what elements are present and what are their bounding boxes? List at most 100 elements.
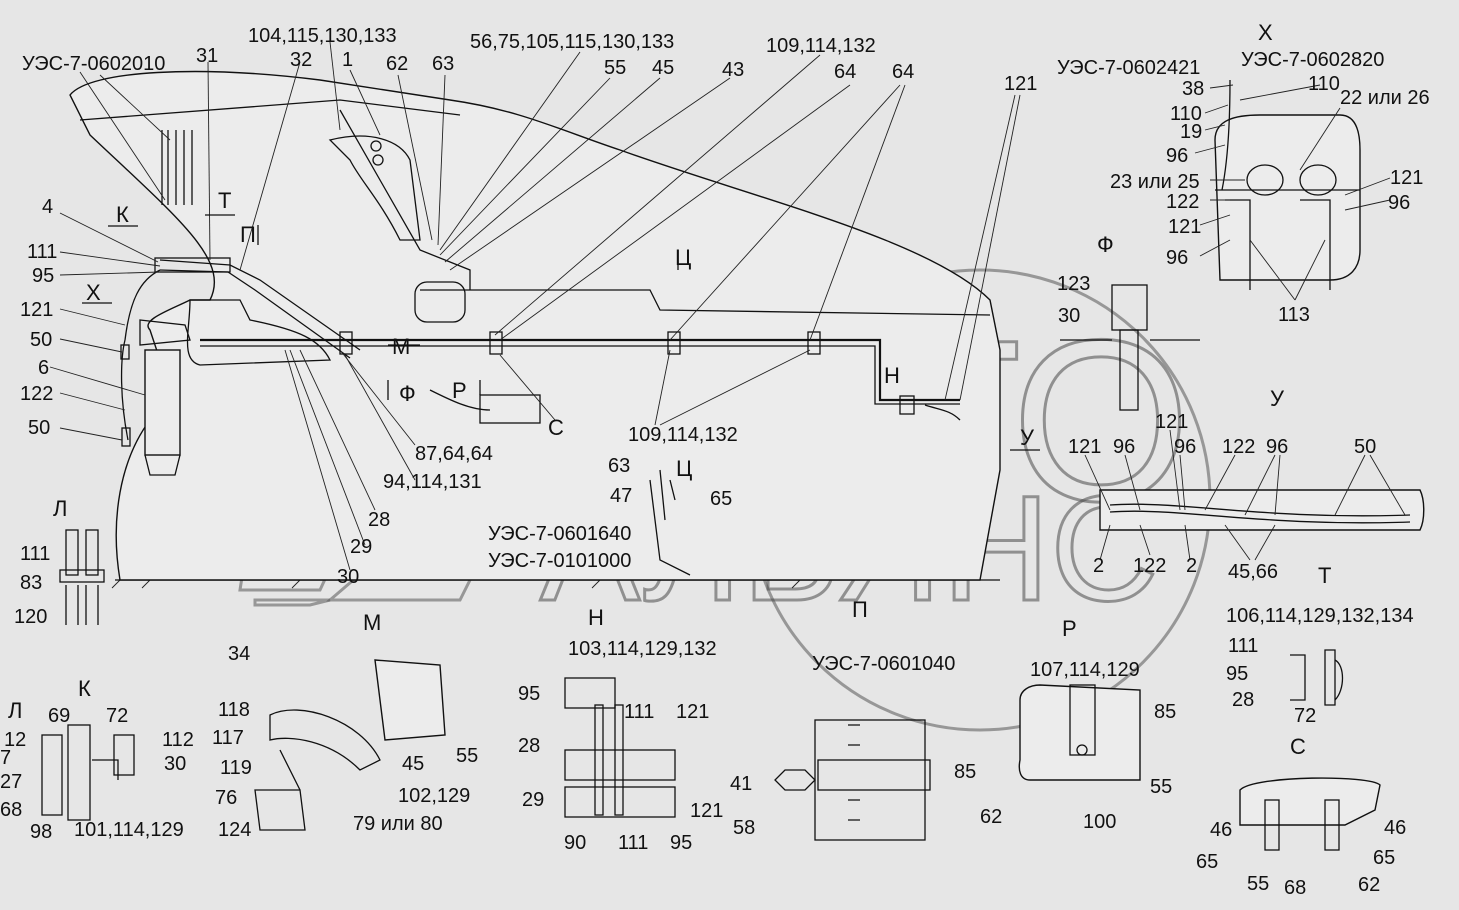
part-label-l11: 43 bbox=[722, 59, 744, 81]
part-label-l38: 30 bbox=[337, 566, 359, 588]
part-label-l124: 111 bbox=[618, 832, 648, 854]
part-label-l112: 124 bbox=[218, 819, 251, 841]
main-harness bbox=[200, 338, 960, 402]
part-label-l46: Ц bbox=[676, 456, 692, 481]
part-label-l139: 68 bbox=[1284, 877, 1306, 899]
part-label-l33: 109,114,132 bbox=[628, 424, 738, 446]
part-label-l36: 28 bbox=[368, 509, 390, 531]
part-label-l98: 69 bbox=[48, 705, 70, 727]
cylinder-mount bbox=[139, 319, 191, 346]
view-l bbox=[59, 529, 105, 625]
part-label-l89: 103,114,129,132 bbox=[568, 638, 717, 660]
part-label-l131: 62 bbox=[980, 806, 1002, 828]
part-label-l15: 121 bbox=[1004, 73, 1037, 95]
m-sleeve bbox=[374, 659, 446, 741]
part-label-l97: Л bbox=[8, 698, 22, 723]
part-label-l121: 29 bbox=[522, 789, 544, 811]
f-stem bbox=[1119, 329, 1139, 411]
part-label-l39: Н bbox=[884, 363, 900, 388]
part-label-l83: М bbox=[363, 610, 381, 635]
part-label-l57: 19 bbox=[1180, 121, 1202, 143]
part-label-l136: 65 bbox=[1196, 851, 1218, 873]
part-label-l43: 120 bbox=[14, 606, 47, 628]
panel-box bbox=[414, 281, 466, 323]
part-label-l61: 122 bbox=[1166, 191, 1199, 213]
view-m bbox=[254, 659, 446, 831]
part-label-l103: 30 bbox=[164, 753, 186, 775]
part-label-l62: 96 bbox=[1388, 192, 1410, 214]
part-label-l86: Р bbox=[1062, 616, 1077, 641]
part-label-l3: 31 bbox=[196, 45, 218, 67]
part-label-l99: 72 bbox=[106, 705, 128, 727]
part-label-l21: 95 bbox=[32, 265, 54, 287]
part-label-l85: П bbox=[852, 597, 868, 622]
r-housing bbox=[1018, 684, 1141, 781]
part-label-l107: 101,114,129 bbox=[74, 819, 184, 841]
part-label-l111: 76 bbox=[215, 787, 237, 809]
pillar bbox=[339, 109, 471, 290]
part-label-l19: П bbox=[240, 222, 256, 247]
p-band bbox=[817, 759, 931, 791]
part-label-l104: 27 bbox=[0, 771, 22, 793]
part-label-l31: Р bbox=[452, 378, 467, 403]
x-housing bbox=[1214, 114, 1361, 281]
part-label-l109: 117 bbox=[212, 727, 244, 749]
s-post-2 bbox=[1324, 799, 1340, 851]
x-brackets bbox=[1225, 199, 1331, 290]
part-label-l130: 55 bbox=[1150, 776, 1172, 798]
n-conn-2 bbox=[564, 786, 676, 818]
part-label-l68: 30 bbox=[1058, 305, 1080, 327]
part-label-l12: 109,114,132 bbox=[766, 35, 876, 57]
part-label-l92: 111 bbox=[1228, 635, 1258, 657]
part-label-l106: 98 bbox=[30, 821, 52, 843]
part-label-l113: 45 bbox=[402, 753, 424, 775]
m-link bbox=[279, 749, 301, 791]
view-u bbox=[1084, 429, 1425, 561]
part-label-l140: 62 bbox=[1358, 874, 1380, 896]
part-label-l77: 50 bbox=[1354, 436, 1376, 458]
part-label-l52: УЭС-7-0602820 bbox=[1241, 49, 1384, 71]
part-label-l134: 46 bbox=[1210, 819, 1232, 841]
part-label-l105: 68 bbox=[0, 799, 22, 821]
part-label-l80: 2 bbox=[1186, 555, 1197, 577]
part-label-l60: 121 bbox=[1390, 167, 1423, 189]
part-label-l41: 111 bbox=[20, 543, 50, 565]
part-label-l114: 55 bbox=[456, 745, 478, 767]
l-bracket bbox=[59, 569, 105, 583]
part-label-l127: 58 bbox=[733, 817, 755, 839]
part-label-l126: 41 bbox=[730, 773, 752, 795]
corrugated-tube bbox=[429, 389, 491, 411]
part-label-l90: УЭС-7-0601040 bbox=[812, 653, 955, 675]
part-label-l29: М bbox=[392, 334, 410, 359]
part-label-l2: 104,115,130,133 bbox=[248, 25, 397, 47]
wire-route-2 bbox=[159, 269, 351, 359]
part-label-l102: 7 bbox=[0, 747, 11, 769]
p-threads bbox=[848, 724, 860, 821]
wire-route-1 bbox=[159, 259, 361, 351]
part-label-l133: С bbox=[1290, 734, 1306, 759]
part-label-l27: 50 bbox=[28, 417, 50, 439]
part-label-l40: Л bbox=[53, 496, 67, 521]
part-label-l100: 12 bbox=[4, 729, 26, 751]
part-label-l66: Ф bbox=[1097, 232, 1114, 257]
part-label-l108: 118 bbox=[218, 699, 250, 721]
part-label-l23: 121 bbox=[20, 299, 53, 321]
view-r bbox=[1018, 684, 1141, 781]
part-label-l32: С bbox=[548, 415, 564, 440]
view-x bbox=[1194, 79, 1391, 301]
part-label-l91: 107,114,129 bbox=[1030, 659, 1140, 681]
part-label-l75: 122 bbox=[1222, 436, 1255, 458]
corrugated-tube-2 bbox=[924, 404, 961, 421]
part-label-l101: 112 bbox=[162, 729, 194, 751]
part-label-l58: 96 bbox=[1166, 145, 1188, 167]
part-label-l37: 29 bbox=[350, 536, 372, 558]
part-label-l8: 56,75,105,115,130,133 bbox=[470, 31, 674, 53]
part-label-l64: 96 bbox=[1166, 247, 1188, 269]
part-label-l82: Т bbox=[1318, 563, 1331, 588]
part-label-l56: 22 или 26 bbox=[1340, 87, 1430, 109]
part-label-l69: У bbox=[1270, 386, 1285, 411]
n-top bbox=[564, 677, 616, 709]
ts-wire bbox=[659, 469, 676, 521]
part-label-l6: 62 bbox=[386, 53, 408, 75]
part-label-l81: 45,66 bbox=[1228, 561, 1278, 583]
